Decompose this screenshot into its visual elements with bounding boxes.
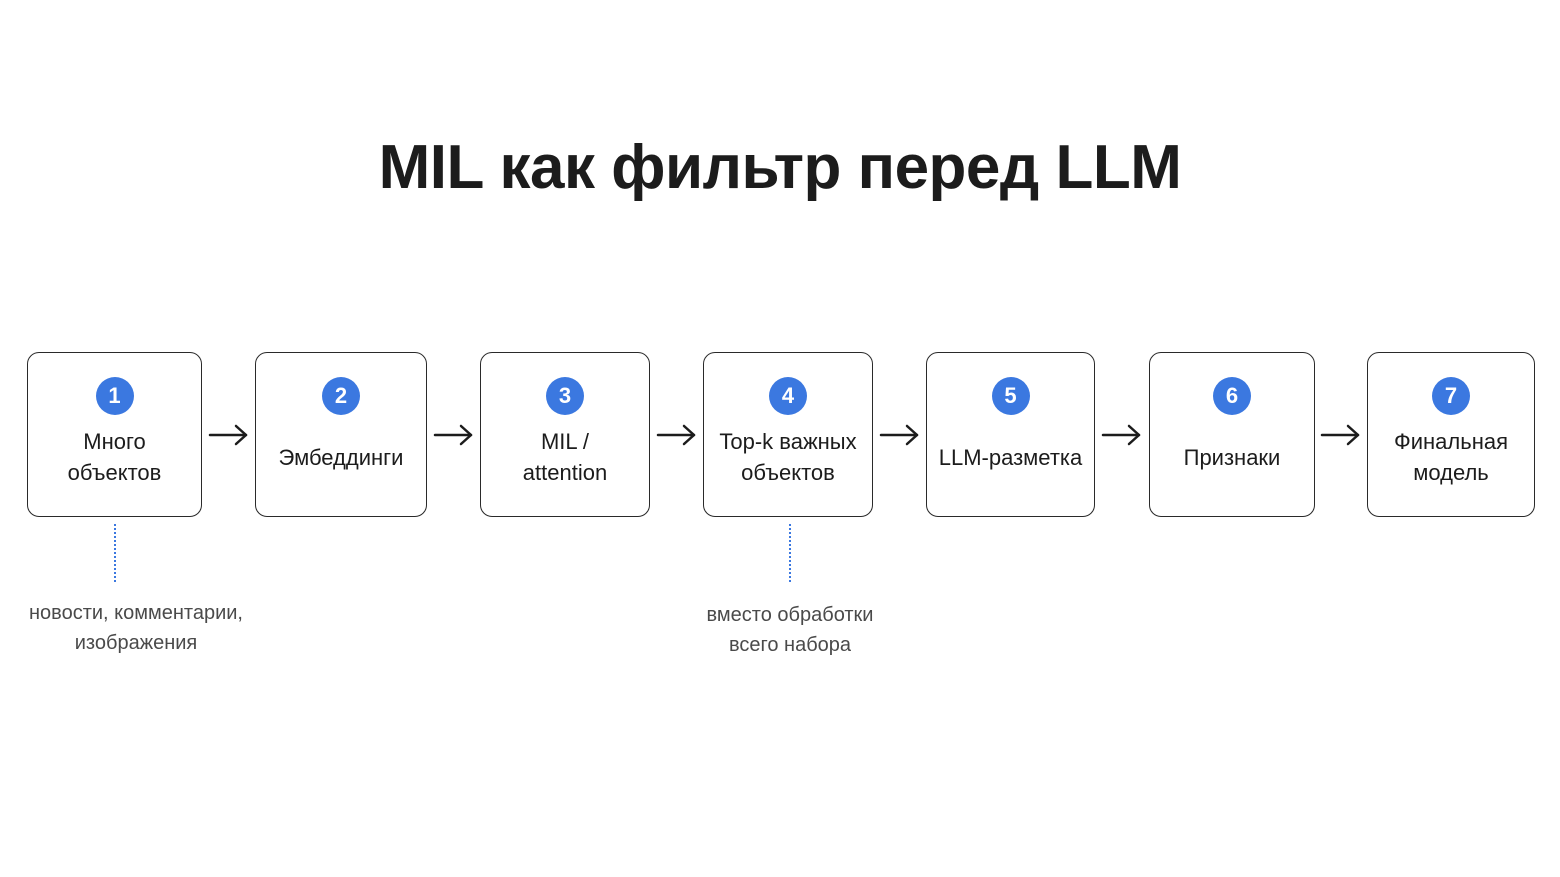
step-number-badge-1: 1 bbox=[95, 377, 134, 415]
step-number-badge-6: 6 bbox=[1213, 377, 1251, 415]
note-step-4: вместо обработки всего набора bbox=[706, 604, 874, 656]
step-box-7: 7 Финальная модель bbox=[1367, 352, 1535, 517]
step-number-badge-3: 3 bbox=[546, 377, 584, 415]
arrow-right-icon bbox=[208, 424, 248, 446]
diagram-title: MIL как фильтр перед LLM bbox=[378, 133, 1182, 202]
step-number-badge-7: 7 bbox=[1432, 377, 1470, 415]
step-box-4: 4 Top-k важных объектов bbox=[703, 352, 873, 517]
step-label-3: MIL / attention bbox=[522, 429, 608, 485]
step-label-2: Эмбеддинги bbox=[278, 444, 404, 470]
step-number-badge-2: 2 bbox=[322, 377, 360, 415]
step-label-6: Признаки bbox=[1183, 444, 1281, 470]
dotted-connector-step-4 bbox=[789, 524, 791, 582]
arrow-right-icon bbox=[879, 424, 919, 446]
arrow-right-icon bbox=[656, 424, 696, 446]
step-label-5: LLM-разметка bbox=[938, 444, 1083, 470]
dotted-connector-step-1 bbox=[114, 524, 116, 582]
step-box-3: 3 MIL / attention bbox=[480, 352, 650, 517]
step-box-5: 5 LLM-разметка bbox=[926, 352, 1095, 517]
arrow-right-icon bbox=[1101, 424, 1141, 446]
step-label-7: Финальная модель bbox=[1394, 429, 1508, 485]
arrow-right-icon bbox=[1320, 424, 1360, 446]
step-box-1: 1 Много объектов bbox=[27, 352, 202, 517]
step-number-badge-4: 4 bbox=[769, 377, 807, 415]
step-label-1: Много объектов bbox=[67, 429, 162, 485]
step-label-4: Top-k важных объектов bbox=[719, 429, 857, 485]
note-step-1: новости, комментарии, изображения bbox=[29, 602, 243, 654]
step-number-badge-5: 5 bbox=[991, 377, 1030, 415]
step-box-2: 2 Эмбеддинги bbox=[255, 352, 427, 517]
arrow-right-icon bbox=[433, 424, 473, 446]
step-box-6: 6 Признаки bbox=[1149, 352, 1315, 517]
